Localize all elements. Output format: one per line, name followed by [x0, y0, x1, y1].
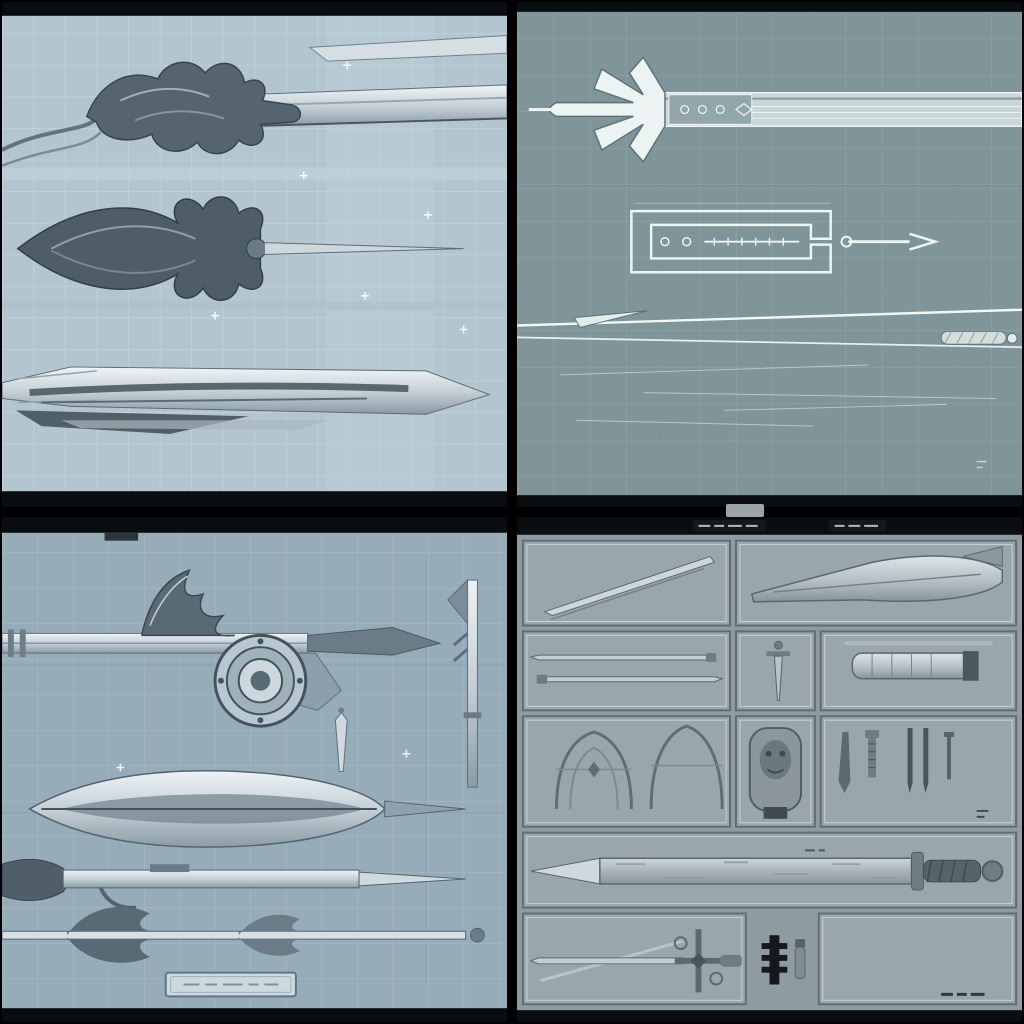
- bl-letterbox-top: [2, 517, 507, 533]
- layered-longsword: [2, 366, 491, 435]
- ornate-gun-sword: [2, 858, 466, 910]
- sparkle-marks: [211, 61, 468, 334]
- quadrant-top-right[interactable]: [517, 2, 1022, 507]
- panel-empty-labelled: [817, 912, 1018, 1006]
- panel-small-dagger: [734, 630, 816, 712]
- panel-guarded-dagger: [521, 912, 747, 1006]
- tl-letterbox-top: [2, 2, 507, 16]
- panel-wide-blade-fragment: [734, 539, 1018, 627]
- sparkle-marks: [116, 749, 411, 772]
- panel-carved-grip: [734, 715, 816, 828]
- quadrant-bottom-right[interactable]: [517, 517, 1022, 1022]
- flared-guard-sword: [528, 55, 1022, 164]
- panel-diagonal-blade: [521, 539, 732, 627]
- tr-letterbox-bottom: [517, 495, 1022, 507]
- white-line-sword-schematic-image: [517, 2, 1022, 507]
- bl-letterbox-bottom: [2, 1008, 507, 1022]
- bl-top-tab: [104, 532, 139, 541]
- label-tab-right: [828, 519, 886, 532]
- quadrant-bottom-left[interactable]: [2, 517, 507, 1022]
- paired-spears: [517, 308, 1022, 469]
- flourished-sword: [2, 906, 485, 963]
- wide-flat-blade: [28, 770, 466, 848]
- coil-rifle-blueprint-image: [2, 517, 507, 1022]
- br-letterbox-bottom: [517, 1010, 1022, 1022]
- tr-grid-lines: [517, 2, 1022, 507]
- tr-letterbox-top: [517, 2, 1022, 12]
- name-plate: [164, 971, 297, 998]
- panel-arched-fittings: [521, 715, 732, 828]
- bracket-fitting: [630, 202, 940, 274]
- panel-cylinder-grip: [819, 630, 1018, 712]
- label-tab-left: [692, 519, 766, 532]
- panel-full-longsword: [521, 831, 1018, 909]
- ornate-blades-blueprint-image: [2, 2, 507, 507]
- coil-rifle: [2, 569, 482, 788]
- bolt-part: [761, 935, 806, 985]
- br-letterbox-top: [517, 517, 1022, 535]
- bat-wing-double-blade: [16, 196, 464, 301]
- quadrant-top-left[interactable]: [2, 2, 507, 507]
- panel-small-tools: [819, 715, 1018, 828]
- winged-crossguard-sword: [2, 35, 507, 167]
- panel-thin-blades: [521, 630, 732, 712]
- monitor-stand-notch: [726, 504, 764, 517]
- tl-letterbox-bottom: [2, 491, 507, 507]
- weapon-parts-sheet-image: [517, 517, 1022, 1022]
